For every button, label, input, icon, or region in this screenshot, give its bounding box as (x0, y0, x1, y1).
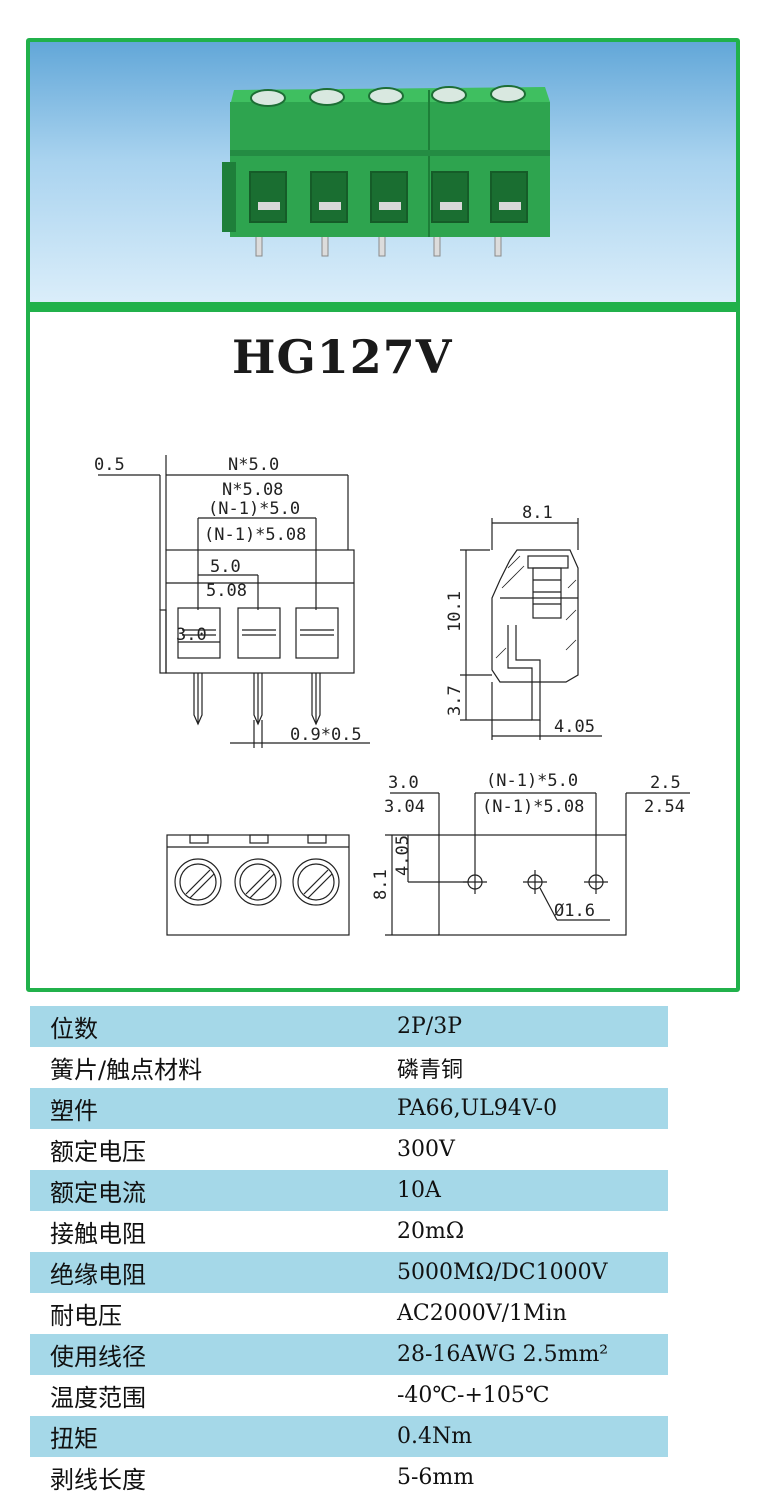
spec-value: AC2000V/1Min (397, 1301, 567, 1326)
spec-value: 5-6mm (397, 1465, 475, 1490)
dim-left-offset: 0.5 (94, 455, 125, 475)
dim-pitch-inner-b: (N-1)*5.08 (204, 525, 306, 545)
spec-label: 耐电压 (50, 1302, 122, 1330)
spec-label: 接触电阻 (50, 1220, 146, 1248)
dim-pcb-height: 8.1 (371, 869, 391, 900)
product-frame (26, 38, 740, 992)
spec-value: 28-16AWG 2.5mm² (397, 1334, 668, 1375)
spec-value: 2P/3P (397, 1006, 668, 1047)
spec-value: 0.4Nm (397, 1416, 668, 1457)
table-row: 温度范围 -40℃-+105℃ (30, 1375, 668, 1416)
dim-pcb-right-a: 2.5 (650, 773, 681, 793)
table-row: 接触电阻 20mΩ (30, 1211, 668, 1252)
spec-value: -40℃-+105℃ (397, 1383, 550, 1408)
table-row: 簧片/触点材料 磷青铜 (30, 1047, 668, 1088)
table-row: 耐电压 AC2000V/1Min (30, 1293, 668, 1334)
spec-table: 位数 2P/3P 簧片/触点材料 磷青铜 塑件 PA66,UL94V-0 额定电… (30, 1006, 668, 1498)
dim-pcb-hole-offset: 4.05 (393, 835, 413, 876)
spec-value: 300V (397, 1137, 455, 1162)
spec-label: 剥线长度 (50, 1466, 146, 1494)
spec-value: 20mΩ (397, 1219, 465, 1244)
dim-pcb-inner-a: (N-1)*5.0 (486, 771, 578, 791)
spec-label: 位数 (30, 1006, 397, 1047)
spec-label: 温度范围 (50, 1384, 146, 1412)
spec-label: 额定电流 (30, 1170, 397, 1211)
dim-pin-size: 0.9*0.5 (290, 725, 362, 745)
spec-value: 磷青铜 (397, 1057, 464, 1083)
dim-pitch-a: 5.0 (210, 557, 241, 577)
spec-label: 簧片/触点材料 (50, 1056, 203, 1084)
dim-pcb-left-a: 3.0 (388, 773, 419, 793)
spec-label: 扭矩 (30, 1416, 397, 1457)
dim-pitch-b: 5.08 (206, 581, 247, 601)
dim-pitch-total-b: N*5.08 (222, 480, 283, 500)
dim-pcb-left-b: 3.04 (384, 797, 425, 817)
table-row: 塑件 PA66,UL94V-0 (30, 1088, 668, 1129)
dim-pcb-right-b: 2.54 (644, 797, 685, 817)
product-photo (30, 42, 736, 304)
terminal-block-image (222, 85, 550, 257)
dim-pitch-inner-a: (N-1)*5.0 (208, 499, 300, 519)
spec-label: 塑件 (30, 1088, 397, 1129)
product-model-title: HG127V (232, 330, 453, 384)
dim-pin-offset: 4.05 (554, 717, 595, 737)
spec-value: PA66,UL94V-0 (397, 1088, 668, 1129)
dim-slot-width: 3.0 (176, 625, 207, 645)
photo-divider (26, 302, 740, 312)
table-row: 扭矩 0.4Nm (30, 1416, 668, 1457)
dim-pin-length: 3.7 (445, 685, 465, 716)
table-row: 剥线长度 5-6mm (30, 1457, 668, 1498)
technical-drawing: 0.5 N*5.0 N*5.08 (N-1)*5.0 (N-1)*5.08 5.… (94, 455, 690, 936)
spec-value: 5000MΩ/DC1000V (397, 1252, 668, 1293)
dim-side-width: 8.1 (522, 503, 553, 523)
spec-label: 额定电压 (50, 1138, 146, 1166)
table-row: 绝缘电阻 5000MΩ/DC1000V (30, 1252, 668, 1293)
dim-pitch-total-a: N*5.0 (228, 455, 279, 475)
table-row: 额定电压 300V (30, 1129, 668, 1170)
spec-label: 使用线径 (30, 1334, 397, 1375)
table-row: 额定电流 10A (30, 1170, 668, 1211)
spec-value: 10A (397, 1170, 668, 1211)
dim-pcb-inner-b: (N-1)*5.08 (482, 797, 584, 817)
table-row: 位数 2P/3P (30, 1006, 668, 1047)
table-row: 使用线径 28-16AWG 2.5mm² (30, 1334, 668, 1375)
spec-label: 绝缘电阻 (30, 1252, 397, 1293)
dim-hole-diameter: Ø1.6 (554, 901, 595, 921)
dim-side-height: 10.1 (445, 591, 465, 632)
